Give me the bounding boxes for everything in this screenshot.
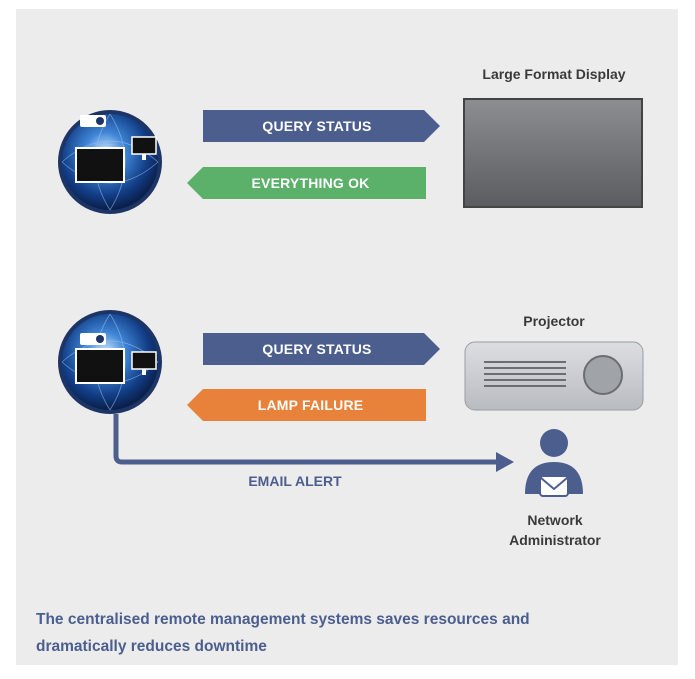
everything-ok-arrow xyxy=(187,167,426,199)
large-format-display-title: Large Format Display xyxy=(482,66,626,82)
network-globe-icon xyxy=(58,110,162,214)
large-format-display-icon xyxy=(463,98,643,208)
query-status-arrow xyxy=(203,110,440,142)
admin-label-line2: Administrator xyxy=(509,532,601,548)
email-alert-connector xyxy=(113,414,500,465)
query-status-label: QUERY STATUS xyxy=(262,118,372,134)
caption-line2: dramatically reduces downtime xyxy=(36,638,267,655)
lamp-failure-label: LAMP FAILURE xyxy=(257,397,364,413)
admin-label-line1: Network xyxy=(527,512,583,528)
network-administrator-label: Network Administrator xyxy=(490,510,620,550)
caption: The centralised remote management system… xyxy=(36,606,666,660)
email-alert-arrowhead xyxy=(496,452,514,472)
projector-icon xyxy=(464,341,644,411)
envelope-icon xyxy=(539,475,569,497)
email-alert-label: EMAIL ALERT xyxy=(248,473,342,489)
lamp-failure-arrow xyxy=(187,389,426,421)
query-status-label: QUERY STATUS xyxy=(262,341,372,357)
projector-title: Projector xyxy=(523,313,585,329)
query-status-arrow xyxy=(203,333,440,365)
caption-line1: The centralised remote management system… xyxy=(36,611,530,628)
everything-ok-label: EVERYTHING OK xyxy=(251,175,370,191)
network-globe-icon xyxy=(58,310,162,414)
